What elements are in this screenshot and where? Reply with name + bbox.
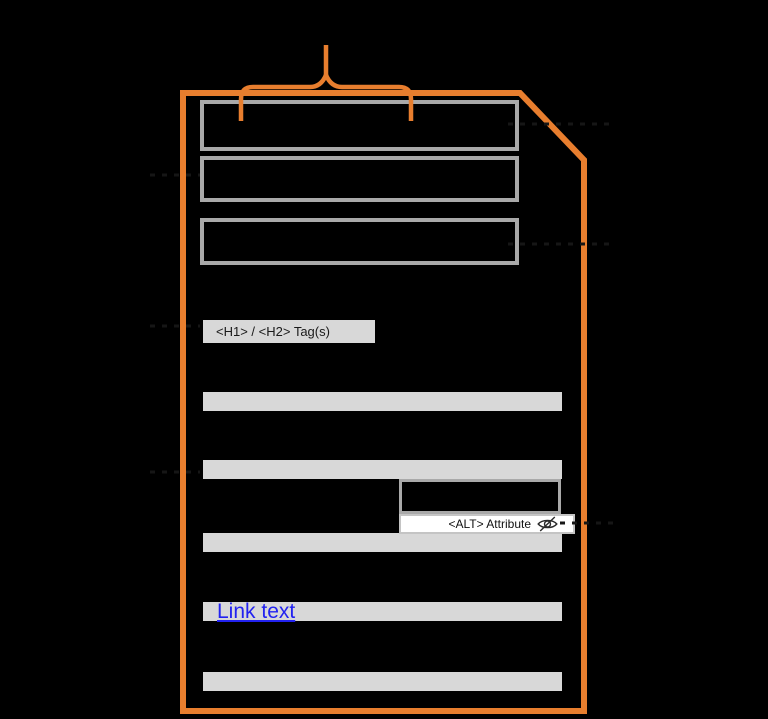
top-box-2 [200, 156, 519, 202]
link-text[interactable]: Link text [217, 600, 296, 623]
alt-attribute-text: <ALT> Attribute [448, 517, 532, 531]
image-placeholder-box [399, 479, 561, 514]
top-box-1 [200, 100, 519, 151]
text-line-2 [203, 460, 562, 479]
text-line-1 [203, 392, 562, 411]
top-box-3 [200, 218, 519, 265]
text-line-5 [203, 672, 562, 691]
heading-tags-label: <H1> / <H2> Tag(s) [203, 320, 375, 343]
text-line-4: Link text [203, 600, 562, 623]
hidden-eye-icon [537, 516, 558, 532]
text-line-3 [203, 533, 562, 552]
alt-attribute-label: <ALT> Attribute [399, 514, 575, 534]
